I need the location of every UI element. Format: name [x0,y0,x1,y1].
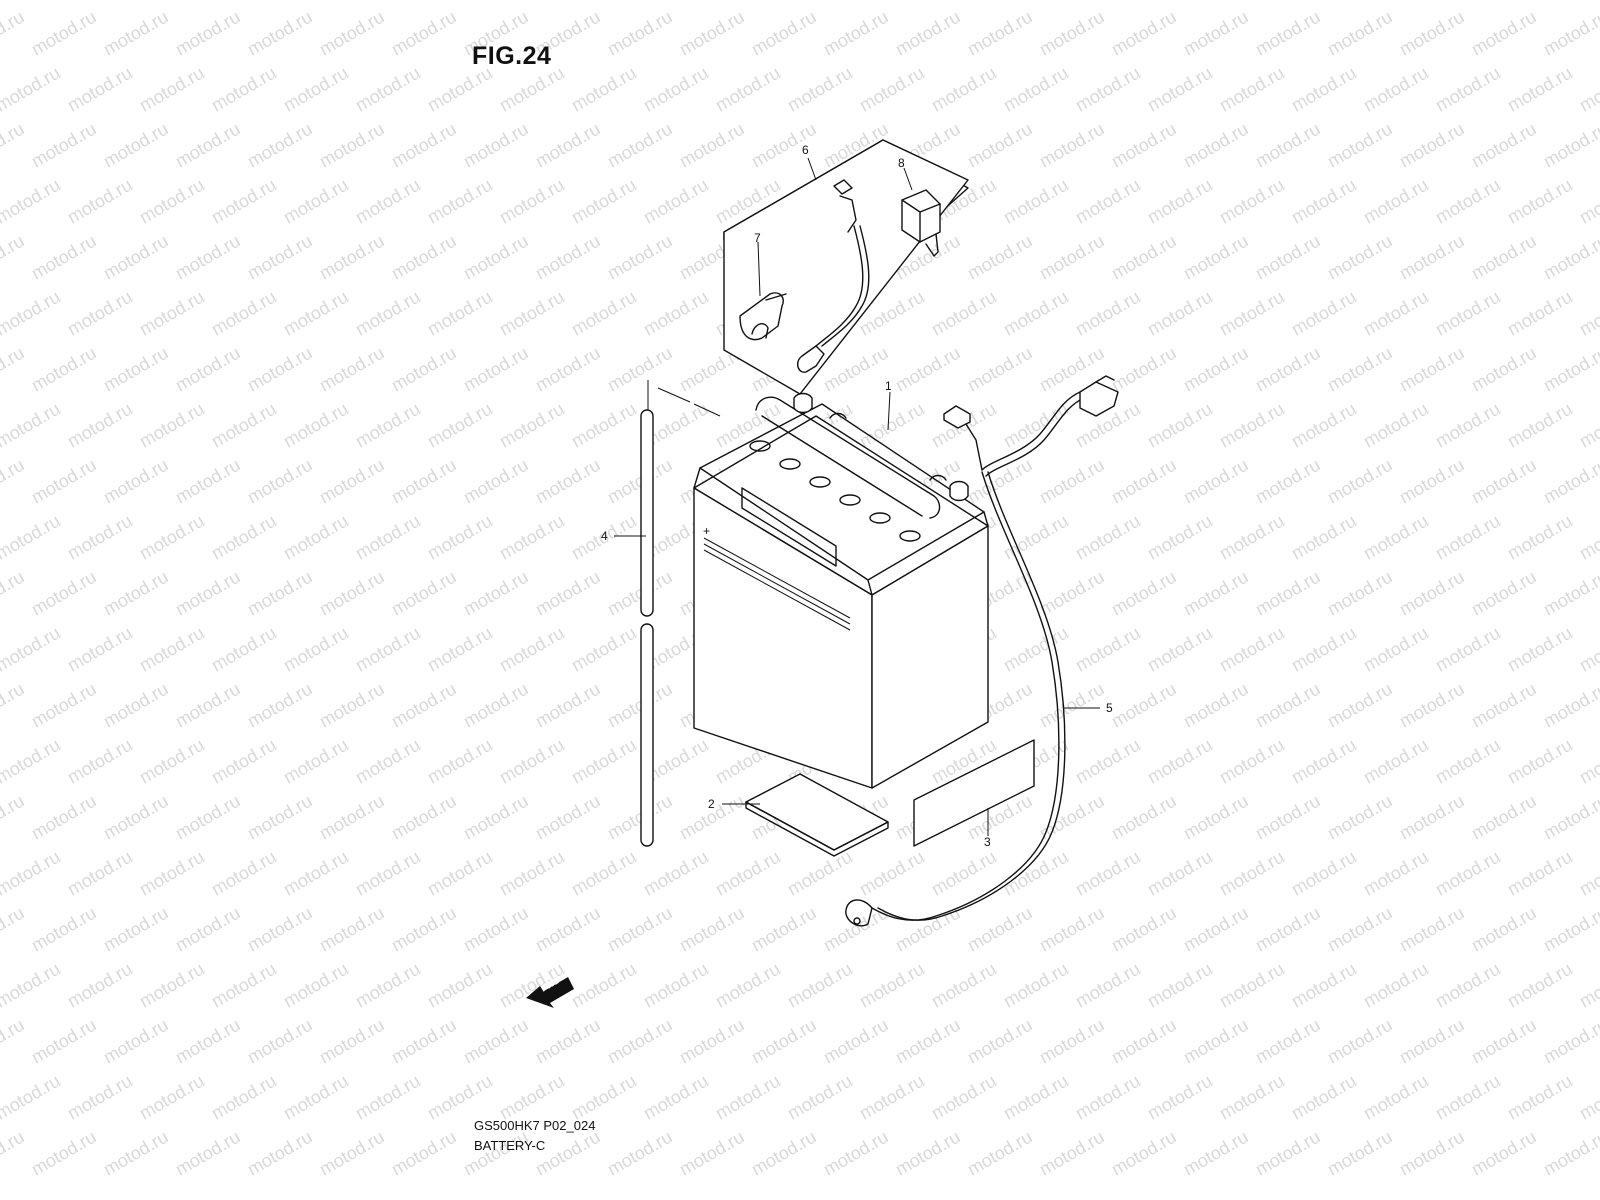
callout-6: 6 [802,143,809,157]
callout-2: 2 [708,797,715,811]
part-5-negative-cable [845,375,1119,927]
callout-8: 8 [898,156,905,170]
part-2-pad [745,773,889,857]
part-1-battery: + [693,392,989,789]
section-name: BATTERY-C [474,1138,546,1153]
terminal-parts-inset [723,139,969,395]
leader-lines [614,157,1100,836]
part-8-terminal-cover [901,189,941,257]
callout-7: 7 [754,231,761,245]
part-6-cable [796,179,870,373]
part-7-terminal-cover [739,292,787,341]
callout-3: 3 [984,835,991,849]
svg-text:+: + [703,524,710,538]
fwd-direction-marker: FWD [526,975,574,1008]
part-3-label [913,739,1035,847]
callout-numbers: 1 2 3 4 5 6 7 8 [601,143,1113,849]
model-code: GS500HK7 P02_024 [474,1118,596,1133]
part-4-breather-tube [640,409,654,847]
forward-arrow-icon [526,977,574,1008]
callout-4: 4 [601,529,608,543]
figure-title: FIG.24 [472,42,552,70]
callout-1: 1 [885,379,892,393]
callout-5: 5 [1106,701,1113,715]
